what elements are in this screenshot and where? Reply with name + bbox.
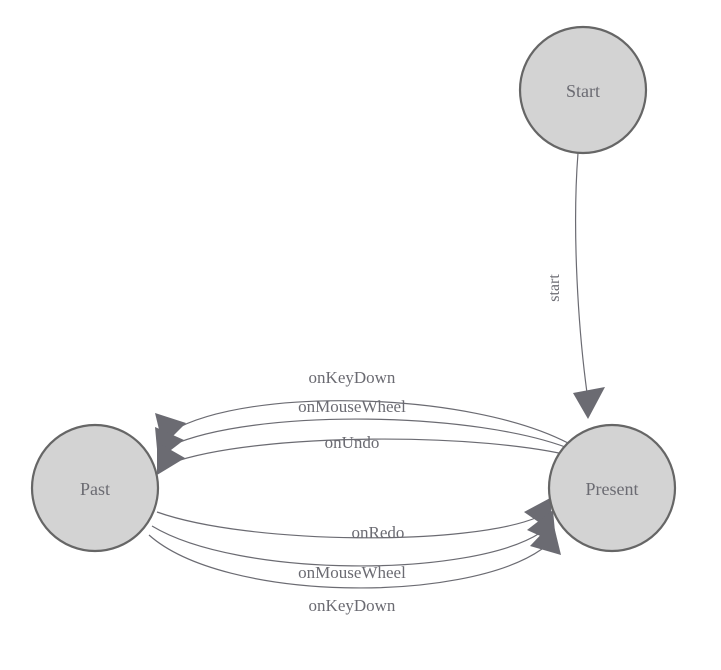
node-past[interactable]: Past bbox=[30, 423, 160, 553]
edge-start-to-present[interactable]: start bbox=[546, 152, 605, 419]
edge-path bbox=[171, 400, 569, 444]
node-start[interactable]: Start bbox=[518, 25, 648, 155]
edge-path bbox=[151, 525, 541, 567]
edge-label-on-key-down-undo: onKeyDown bbox=[309, 368, 396, 387]
node-present[interactable]: Present bbox=[547, 423, 677, 553]
arrowhead-icon bbox=[573, 387, 605, 419]
nodes-layer: Start Past Present bbox=[30, 25, 677, 553]
edge-label-on-key-down-redo: onKeyDown bbox=[309, 596, 396, 615]
node-start-circle[interactable] bbox=[518, 25, 648, 155]
edge-label-on-mouse-wheel-redo: onMouseWheel bbox=[298, 563, 406, 582]
edge-past-to-present-keydown[interactable]: onKeyDown bbox=[148, 522, 561, 615]
edge-label-start: start bbox=[546, 274, 563, 302]
node-past-circle[interactable] bbox=[30, 423, 160, 553]
edge-path bbox=[575, 152, 589, 401]
edge-label-on-undo: onUndo bbox=[325, 433, 380, 452]
node-start-label: Start bbox=[566, 81, 600, 101]
edge-path bbox=[156, 511, 539, 539]
edge-past-to-present-mousewheel[interactable]: onMouseWheel bbox=[151, 510, 556, 582]
edge-present-to-past-undo[interactable]: onUndo bbox=[157, 433, 581, 475]
edge-past-to-present-redo[interactable]: onRedo bbox=[156, 497, 552, 542]
node-present-circle[interactable] bbox=[547, 423, 677, 553]
edge-label-on-redo: onRedo bbox=[352, 523, 405, 542]
arrowhead-icon bbox=[530, 522, 561, 555]
edge-path bbox=[169, 418, 574, 451]
node-past-label: Past bbox=[80, 479, 110, 499]
edge-path bbox=[170, 438, 581, 464]
edges-layer: start onKeyDown onMouseWheel onUndo bbox=[148, 152, 605, 615]
arrowhead-icon bbox=[157, 442, 185, 475]
edge-label-on-mouse-wheel-undo: onMouseWheel bbox=[298, 397, 406, 416]
node-present-label: Present bbox=[586, 479, 639, 499]
edge-path bbox=[148, 534, 543, 589]
